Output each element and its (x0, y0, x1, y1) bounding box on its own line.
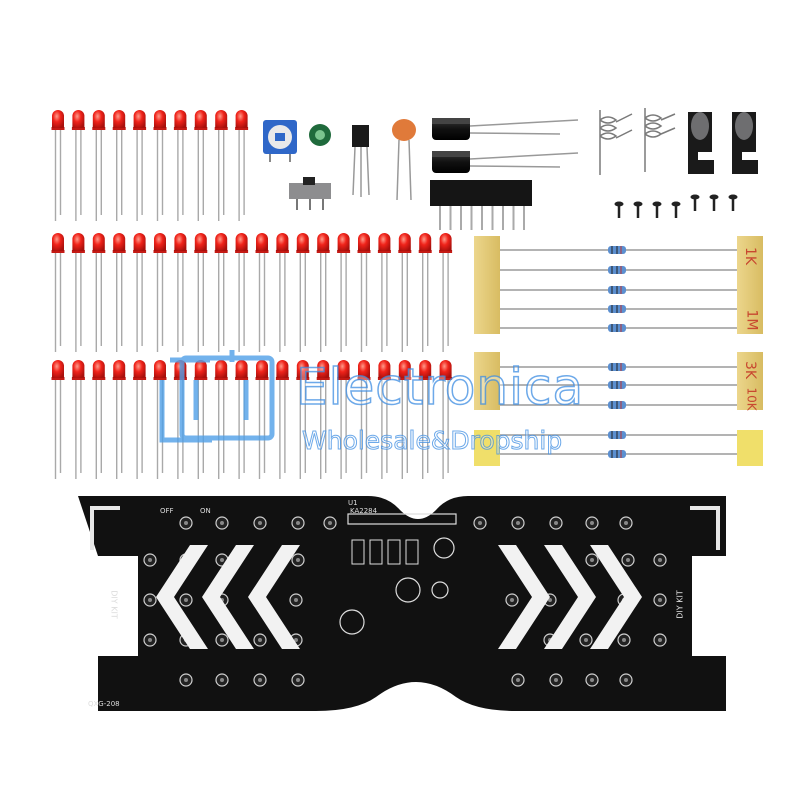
red-led-icon (71, 233, 85, 352)
battery-springs (599, 108, 676, 175)
red-led-icon (173, 233, 187, 352)
red-led-icon (112, 110, 126, 221)
resistor-icon (500, 431, 737, 439)
red-led-icon (112, 233, 126, 352)
pcb-right-side-text: DIY KIT (675, 590, 685, 619)
red-led-icon (377, 360, 391, 479)
red-led-icon (112, 360, 126, 479)
chevron-left-icon (156, 545, 208, 649)
resistor-icon (500, 305, 737, 313)
resistor-icon (500, 401, 737, 409)
red-led-icon (296, 233, 310, 352)
red-led-icon (235, 233, 249, 352)
resistor-icon (500, 381, 737, 389)
red-led-icon (398, 233, 412, 352)
tape-label-2: 1M (743, 309, 760, 331)
red-led-icon (51, 233, 65, 352)
electrolytic-capacitors (432, 118, 579, 173)
red-led-icon (439, 233, 453, 352)
red-led-icon (153, 110, 167, 221)
red-led-icon (418, 360, 432, 479)
red-led-icon (255, 360, 269, 479)
resistor-icon (500, 246, 737, 254)
chevron-right-icon (544, 545, 596, 649)
red-led-icon (316, 360, 330, 479)
red-led-icon (439, 360, 453, 479)
red-led-icon (173, 110, 187, 221)
resistor-icon (500, 324, 737, 332)
resistor-icon (500, 363, 737, 371)
red-led-icon (235, 360, 249, 479)
pin-header (430, 180, 532, 230)
screw-icon (709, 194, 719, 211)
red-led-icon (194, 233, 208, 352)
black-screws (614, 194, 738, 218)
red-led-icon (316, 233, 330, 352)
red-led-group (51, 110, 453, 479)
chevron-right-icon (590, 545, 642, 649)
chevron-right-icon (498, 545, 550, 649)
red-led-icon (357, 360, 371, 479)
screw-icon (614, 201, 624, 218)
resistor-icon (500, 286, 737, 294)
red-led-icon (133, 110, 147, 221)
screw-icon (671, 201, 681, 218)
red-led-icon (275, 360, 289, 479)
red-led-icon (235, 110, 249, 221)
red-led-icon (133, 360, 147, 479)
ceramic-capacitor (392, 119, 416, 201)
pcb-left-side-text: DIY KIT (109, 590, 119, 619)
slide-switch (289, 177, 331, 210)
tape-label-1: 1K (742, 246, 759, 266)
red-led-icon (418, 233, 432, 352)
resistor-icon (500, 450, 737, 458)
red-led-icon (398, 360, 412, 479)
red-led-icon (153, 233, 167, 352)
screw-icon (728, 194, 738, 211)
red-led-icon (51, 360, 65, 479)
red-led-icon (214, 360, 228, 479)
microphone (309, 124, 331, 146)
watermark-logo-icon (159, 350, 275, 443)
resistor-tapes (474, 236, 763, 466)
red-led-icon (255, 233, 269, 352)
resistors (500, 246, 737, 458)
pcb-chip-name-label: KA2284 (350, 507, 378, 515)
screw-icon (633, 201, 643, 218)
pcb-board (78, 496, 726, 711)
red-led-icon (92, 360, 106, 479)
screw-icon (690, 194, 700, 211)
red-led-icon (377, 233, 391, 352)
red-led-icon (92, 233, 106, 352)
battery-holders (688, 112, 758, 174)
red-led-icon (214, 110, 228, 221)
pcb-corner-text: QXG-208 (88, 700, 120, 708)
red-led-icon (214, 233, 228, 352)
red-led-icon (51, 110, 65, 221)
red-led-icon (275, 233, 289, 352)
screw-icon (652, 201, 662, 218)
resistor-icon (500, 266, 737, 274)
red-led-icon (296, 360, 310, 479)
red-led-icon (92, 110, 106, 221)
chevron-left-icon (248, 545, 300, 649)
trimmer-pot (263, 120, 297, 162)
tape-label-3: 3K (742, 360, 759, 380)
chevron-left-icon (202, 545, 254, 649)
transistor (352, 125, 370, 197)
red-led-icon (133, 233, 147, 352)
red-led-icon (194, 110, 208, 221)
pcb-switch-on-label: ON (200, 507, 211, 515)
pcb-chip-ref-label: U1 (348, 499, 358, 507)
red-led-icon (71, 360, 85, 479)
tape-label-4: 10K (744, 387, 759, 411)
red-led-icon (71, 110, 85, 221)
red-led-icon (357, 233, 371, 352)
red-led-icon (337, 233, 351, 352)
red-led-icon (337, 360, 351, 479)
pcb-switch-off-label: OFF (160, 507, 174, 515)
